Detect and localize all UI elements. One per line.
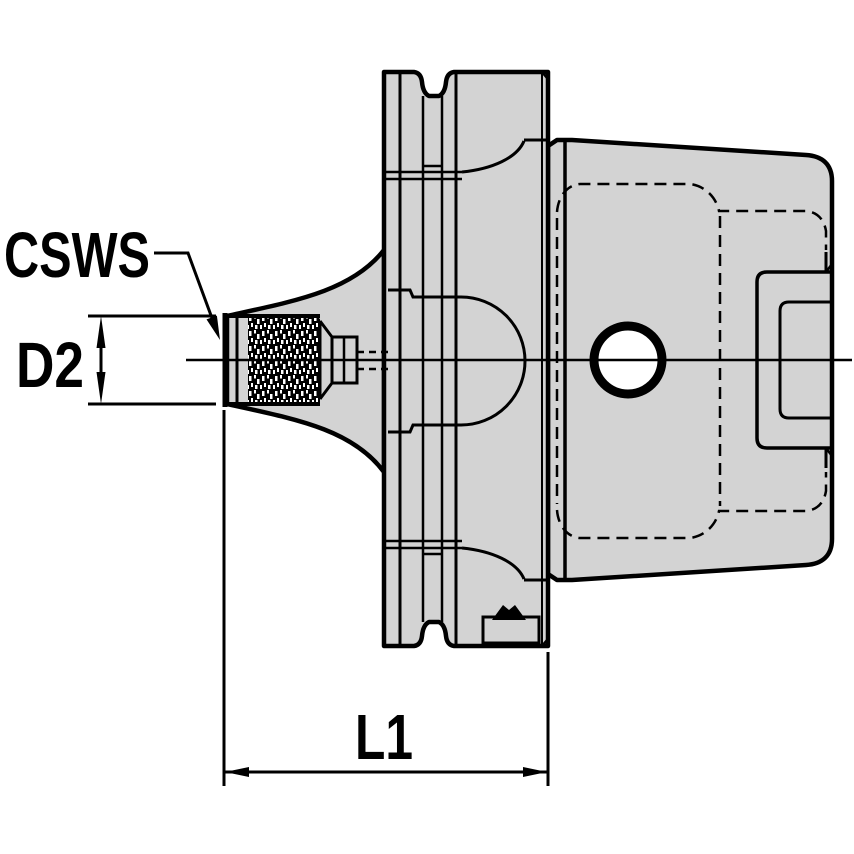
- l1-dimension: L1: [222, 410, 550, 786]
- l1-extension-lines: [222, 410, 550, 786]
- l1-arrow-right-icon: [523, 767, 547, 777]
- l1-arrow-left-icon: [225, 767, 249, 777]
- thread-callout-label: CSWS: [4, 219, 150, 291]
- dimensions: CSWS D2 L1: [4, 219, 550, 786]
- flange-marker: [481, 605, 541, 645]
- d2-extension-lines: [88, 314, 216, 406]
- l1-label: L1: [355, 701, 413, 773]
- d2-dimension: D2: [16, 314, 216, 406]
- marker-triangle-icon: [492, 605, 526, 620]
- d2-arrow-down-icon: [96, 372, 106, 404]
- d2-arrow-up-icon: [96, 316, 106, 348]
- part-drawing: [186, 69, 852, 649]
- thread-callout: CSWS: [4, 219, 220, 340]
- callout-leader-line: [154, 251, 218, 330]
- callout-arrowhead-icon: [206, 315, 220, 340]
- d2-label: D2: [16, 329, 84, 401]
